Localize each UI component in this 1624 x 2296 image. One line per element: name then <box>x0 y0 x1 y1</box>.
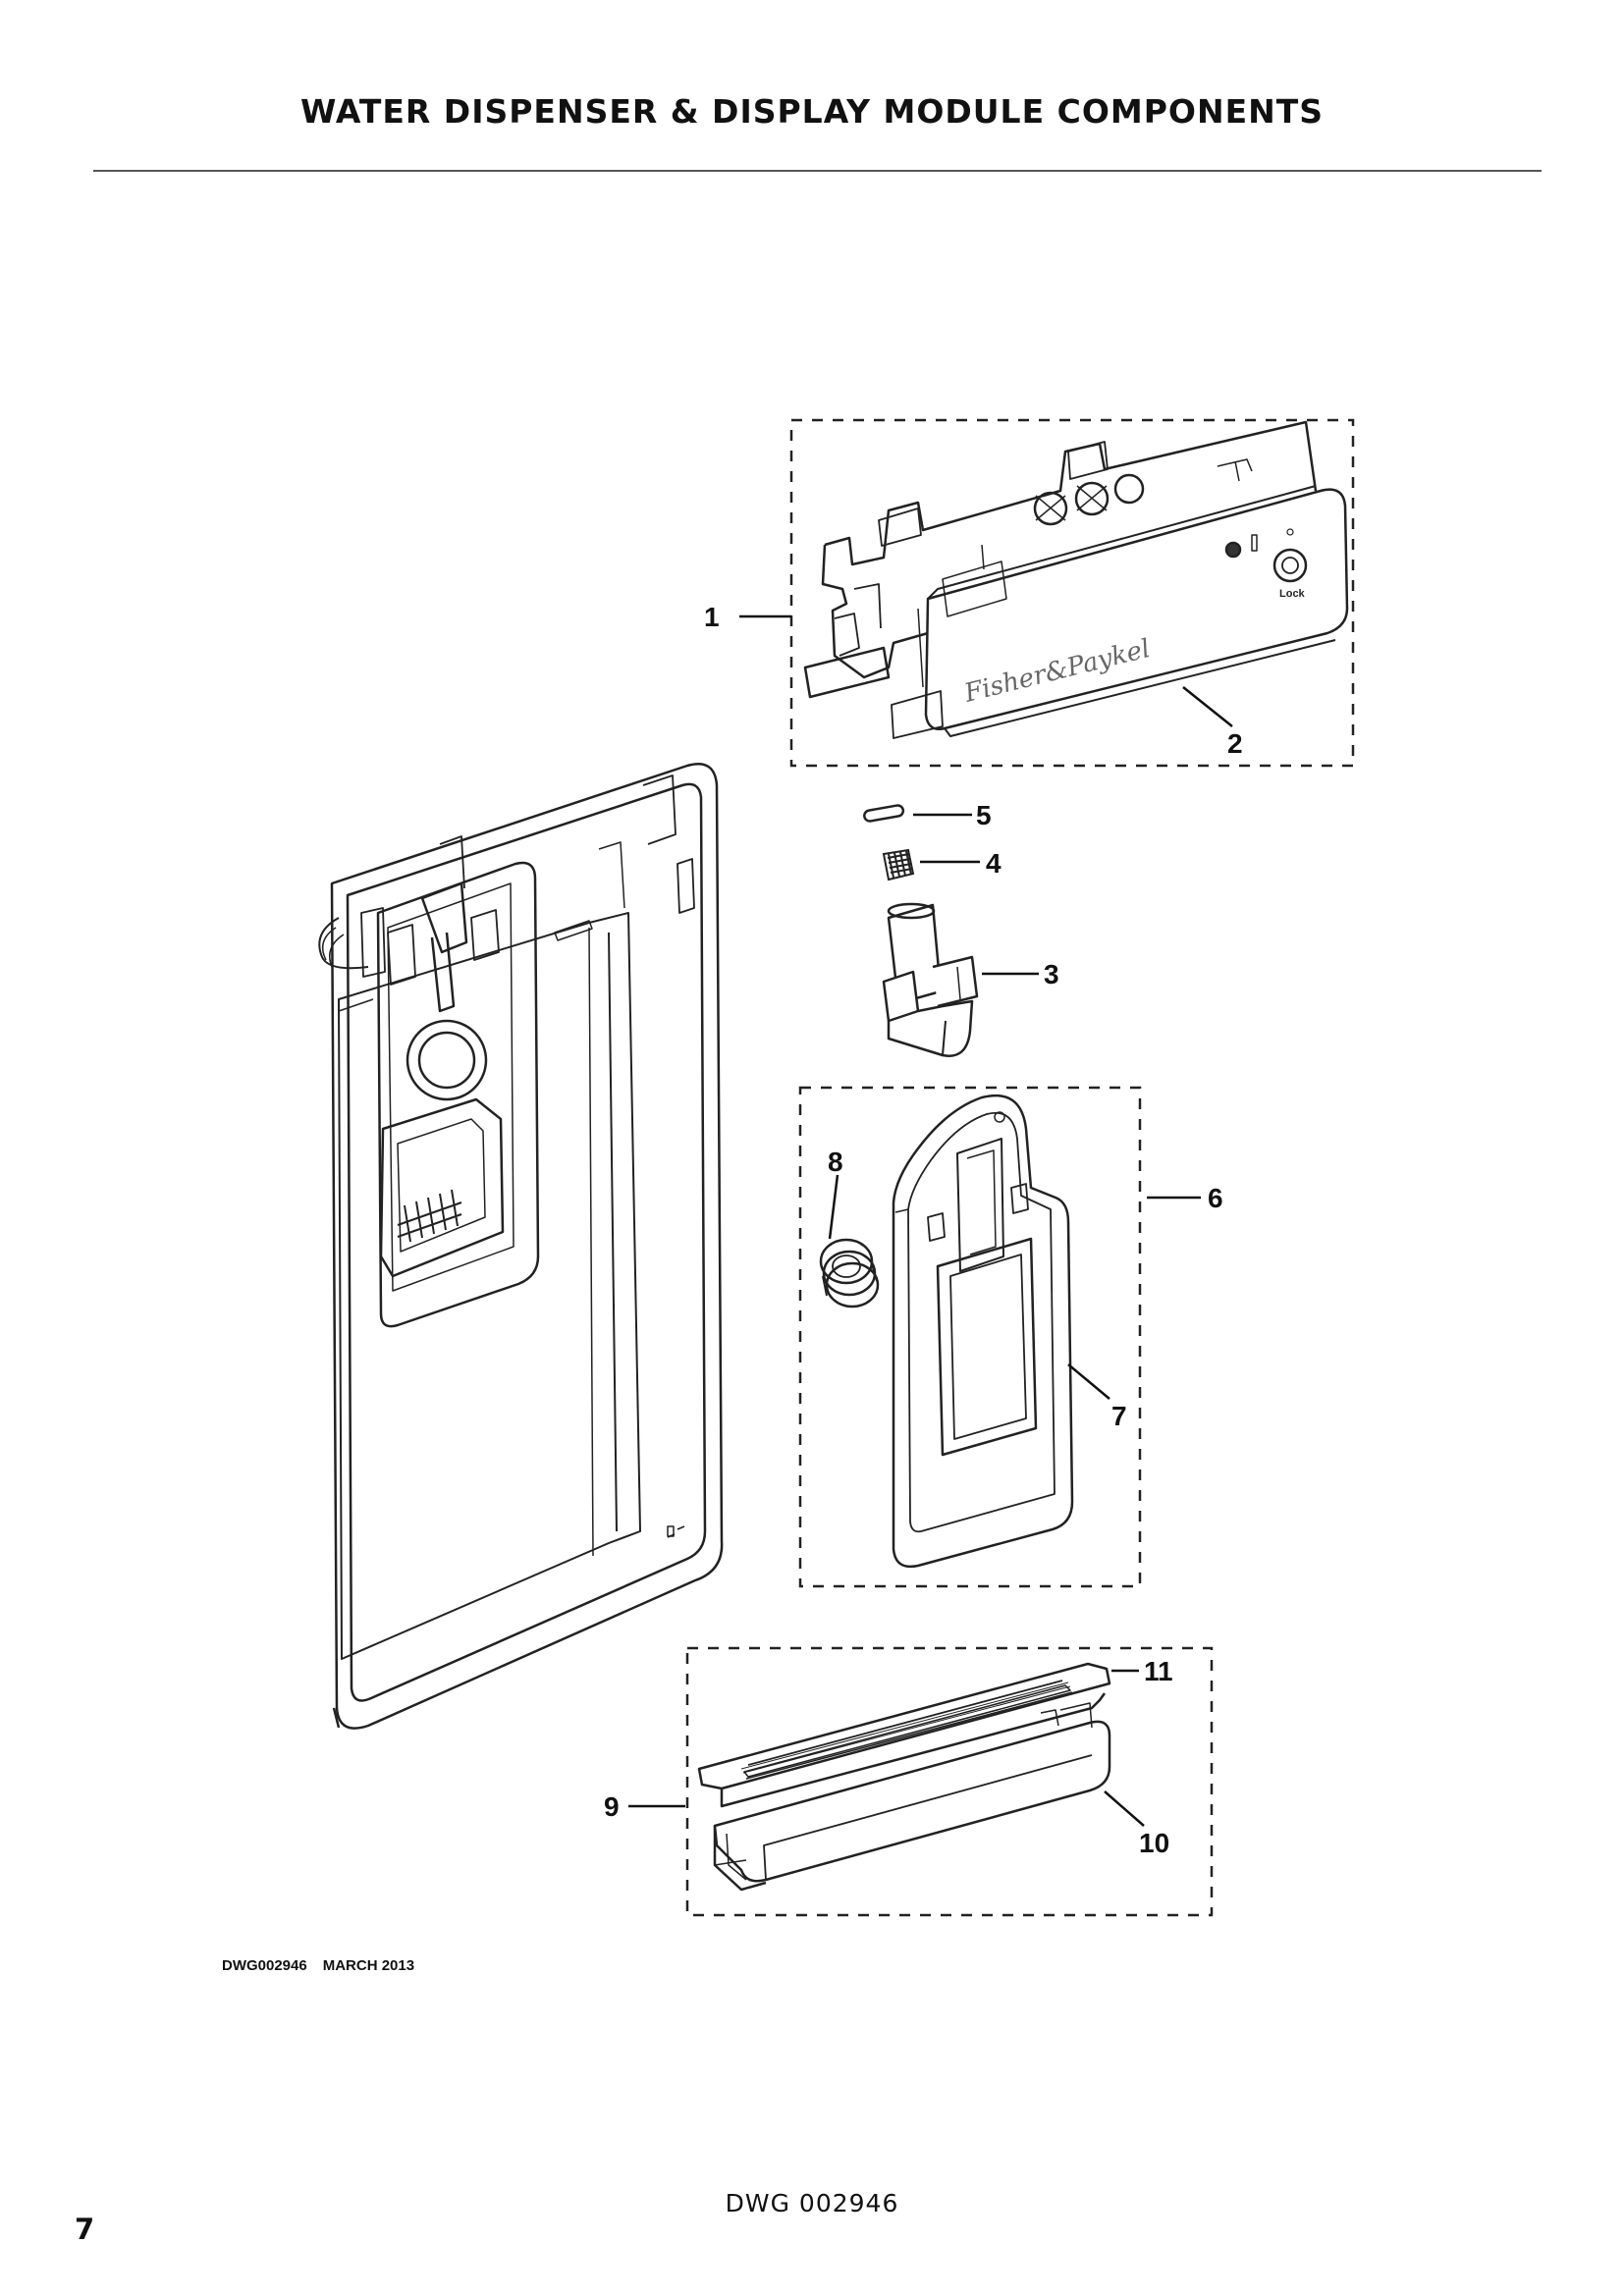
leader-lines <box>628 614 1233 1827</box>
display-module-part <box>803 420 1349 739</box>
filter-screen-part <box>882 848 915 881</box>
callout-10: 10 <box>1139 1828 1169 1858</box>
callout-8: 8 <box>828 1147 843 1177</box>
title-divider <box>93 170 1542 172</box>
lock-label: Lock <box>1279 588 1306 600</box>
nozzle-part <box>882 902 979 1057</box>
callout-3: 3 <box>1044 959 1059 989</box>
callout-9: 9 <box>604 1791 620 1822</box>
group-box-paddle-assembly <box>798 1086 1142 1588</box>
callout-1: 1 <box>704 602 720 632</box>
drip-tray-part <box>697 1662 1111 1892</box>
callout-5: 5 <box>976 800 992 830</box>
page-number: 7 <box>75 2213 95 2246</box>
callout-2: 2 <box>1227 728 1243 759</box>
callout-4: 4 <box>986 848 1001 879</box>
callout-7: 7 <box>1111 1401 1127 1431</box>
spring-part <box>819 1238 880 1308</box>
callout-11: 11 <box>1144 1656 1173 1686</box>
dispenser-housing <box>318 763 724 1730</box>
dispenser-paddle-part <box>892 1094 1074 1569</box>
group-box-tray-assembly <box>685 1646 1214 1917</box>
drawing-date: MARCH 2013 <box>322 1957 415 1974</box>
callout-6: 6 <box>1208 1183 1223 1213</box>
page-title: WATER DISPENSER & DISPLAY MODULE COMPONE… <box>299 92 1325 131</box>
drawing-reference: DWG002946 MARCH 2013 <box>222 1957 430 1974</box>
dwg-footer: DWG 002946 <box>725 2189 899 2217</box>
o-ring-part <box>863 804 905 823</box>
drawing-number: DWG002946 <box>222 1957 307 1974</box>
